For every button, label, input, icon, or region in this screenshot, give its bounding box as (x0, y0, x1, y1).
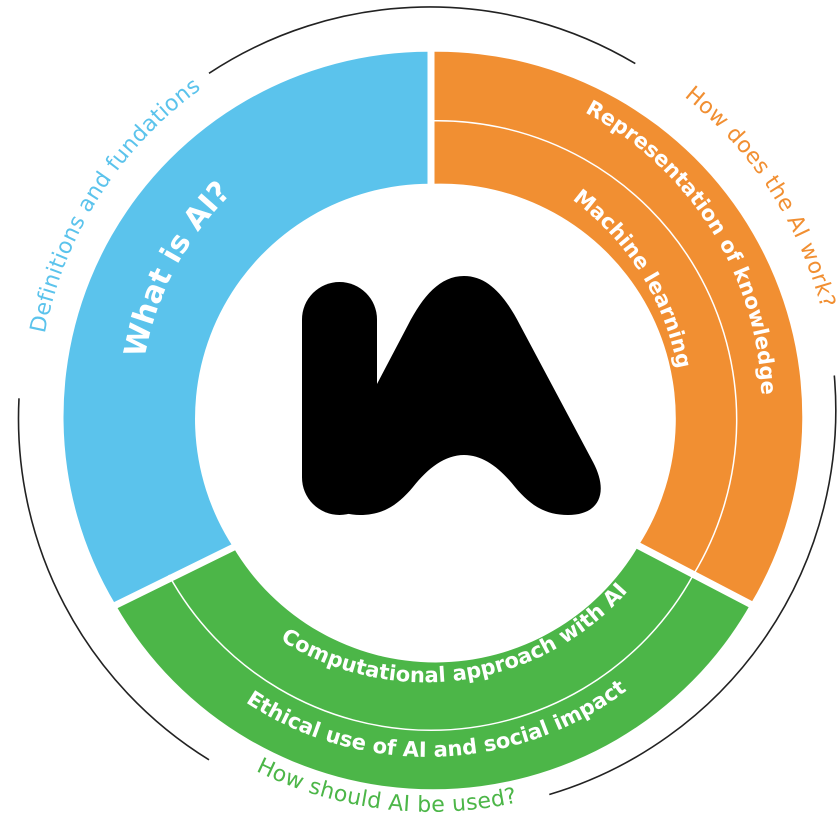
segment-dividers (112, 48, 754, 610)
segment-how-ai-used (115, 545, 751, 790)
ia-logo: IA (302, 276, 601, 515)
outer-ring-arc-left (17, 398, 210, 761)
segment-what-is-ai (63, 51, 431, 605)
topic-separators (168, 120, 738, 731)
outer-ring-arc-top (208, 6, 636, 74)
outer-ring (17, 6, 837, 796)
segment-how-ai-works (431, 51, 803, 605)
logo-letter-a (328, 276, 601, 515)
outer-ring-arc-right (549, 375, 837, 796)
